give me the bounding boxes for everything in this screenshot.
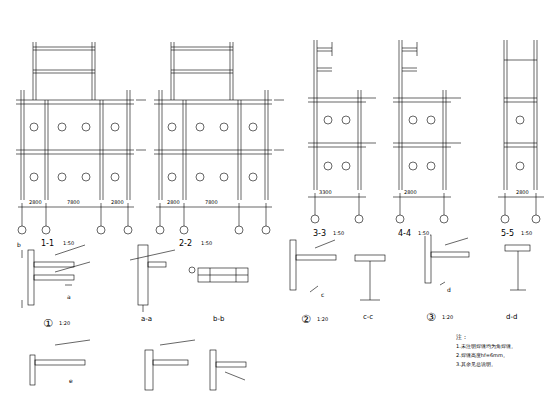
drawing-label: d-d <box>505 314 518 321</box>
drawing-label: e <box>68 378 74 384</box>
drawing-label: c <box>320 292 325 298</box>
drawing-label: 2800 <box>403 190 418 195</box>
drawing-label: d <box>446 287 452 293</box>
drawing-label: 2800 <box>110 200 125 205</box>
drawing-label: ③ <box>425 312 437 323</box>
drawing-label: 7800 <box>204 200 219 205</box>
drawing-label: c-c <box>362 314 374 321</box>
drawing-label: 1-1 <box>40 240 55 248</box>
drawing-label: 7800 <box>66 200 81 205</box>
drawing-label: 2800 <box>28 200 43 205</box>
drawing-label: 注： <box>455 334 469 340</box>
section-1-1 <box>16 42 146 234</box>
drawing-label: 1:50 <box>332 231 345 236</box>
section-3-3 <box>308 40 376 223</box>
drawing-label: 3-3 <box>312 230 327 238</box>
drawing-label: ② <box>300 314 312 325</box>
drawing-label: 1:50 <box>417 231 430 236</box>
drawing-label: 3.其余见总说明。 <box>455 362 497 367</box>
drawing-label: 1:20 <box>316 317 329 322</box>
drawing-label: a <box>66 294 72 300</box>
drawing-label: b-b <box>212 316 225 323</box>
drawing-label: 2800 <box>515 190 530 195</box>
section-2-2 <box>154 42 284 234</box>
drawing-label: 4-4 <box>397 230 412 238</box>
drawing-label: 2.焊缝高度hf=6mm。 <box>455 353 509 358</box>
drawing-label: b <box>16 242 22 248</box>
drawing-label: 1.未注明焊缝均为角焊缝。 <box>455 344 517 349</box>
drawing-label: a-a <box>140 316 153 323</box>
section-5-5 <box>498 40 544 223</box>
drawing-label: 5-5 <box>500 230 515 238</box>
section-4-4 <box>393 40 461 223</box>
drawing-label: 3300 <box>318 190 333 195</box>
drawing-label: 1:50 <box>520 231 533 236</box>
drawing-label: ① <box>42 318 54 329</box>
drawing-label: 1:50 <box>62 241 75 246</box>
drawing-label: 2-2 <box>178 240 193 248</box>
drawing-label: 1:50 <box>200 241 213 246</box>
detail-drawings <box>22 235 530 390</box>
drawing-label: 2800 <box>166 200 181 205</box>
drawing-label: 1:20 <box>58 321 71 326</box>
drawing-label: 1:20 <box>441 315 454 320</box>
